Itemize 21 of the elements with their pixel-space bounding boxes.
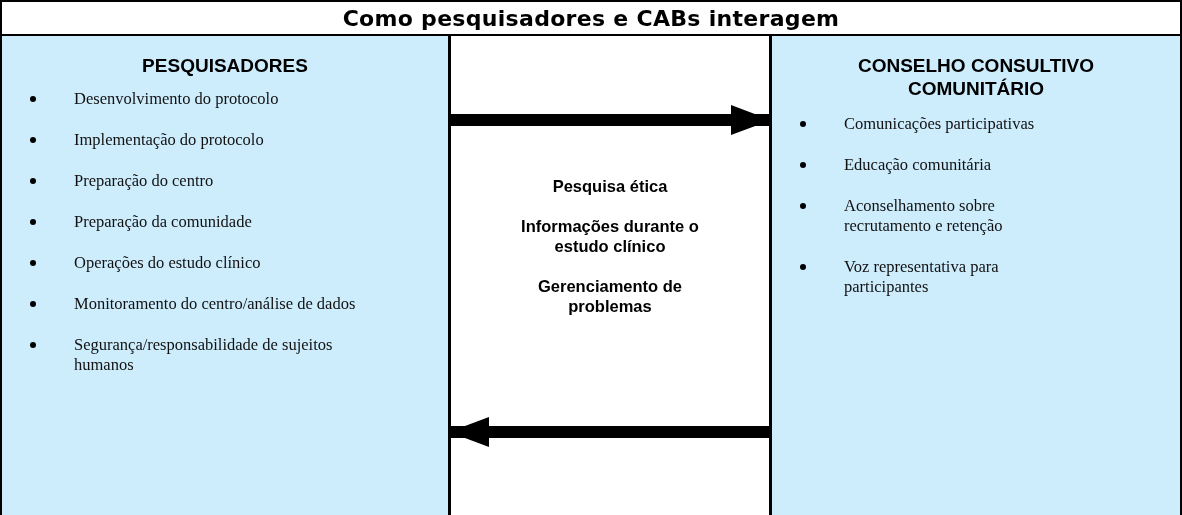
arrow [449, 417, 769, 447]
list-item-text: Preparação do centro [74, 171, 214, 191]
interaction-text: Gerenciamento de problemas [537, 276, 683, 316]
panel-heading: PESQUISADORES [142, 54, 308, 77]
list-item-text: Segurança/responsabilidade de sujeitos humanos [74, 335, 334, 375]
interaction-text: Informações durante o estudo clínico [520, 216, 700, 256]
panel-heading: CONSELHO CONSULTIVO COMUNITÁRIO [856, 54, 1096, 100]
list-item-text: Monitoramento do centro/análise de dados [74, 294, 356, 314]
list-item-text: Educação comunitária [844, 155, 992, 175]
column-panel [769, 36, 1180, 515]
interaction-text: Pesquisa ética [552, 176, 668, 196]
list-item-text: Voz representativa para participantes [844, 257, 1000, 297]
arrow [451, 105, 771, 135]
column-panel [2, 36, 451, 515]
list-item-text: Preparação da comunidade [74, 212, 252, 232]
list-item-text: Desenvolvimento do protocolo [74, 89, 279, 109]
list-item-text: Implementação do protocolo [74, 130, 264, 150]
diagram-title: Como pesquisadores e CABs interagem [342, 5, 840, 31]
list-item-text: Comunicações participativas [844, 114, 1035, 134]
list-item-text: Operações do estudo clínico [74, 253, 261, 273]
list-item-text: Aconselhamento sobre recrutamento e retenção [844, 196, 1004, 236]
